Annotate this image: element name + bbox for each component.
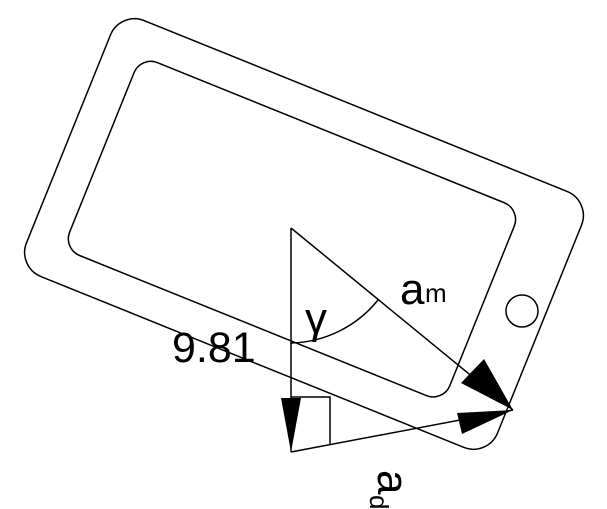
- device-accel-subscript: d: [364, 495, 394, 509]
- right-angle-marker-icon: [291, 396, 331, 445]
- gravity-label: 9.81: [172, 324, 256, 372]
- phone-device: [23, 17, 585, 451]
- measured-accel-symbol: a: [400, 265, 425, 314]
- phone-outer-frame: [23, 17, 585, 451]
- angle-arc-icon: [290, 299, 379, 344]
- angle-label: γ: [305, 294, 327, 343]
- measured-accel-arrowhead: [461, 359, 513, 410]
- device-accel-arrowhead: [457, 410, 513, 434]
- measured-accel-label: a m: [400, 265, 447, 314]
- device-accel-label: a d: [364, 470, 417, 509]
- gravity-arrowhead: [281, 398, 301, 452]
- phone-screen: [67, 60, 517, 398]
- device-accel-symbol: a: [368, 470, 417, 495]
- home-button-icon: [505, 294, 539, 328]
- measured-accel-subscript: m: [425, 278, 447, 308]
